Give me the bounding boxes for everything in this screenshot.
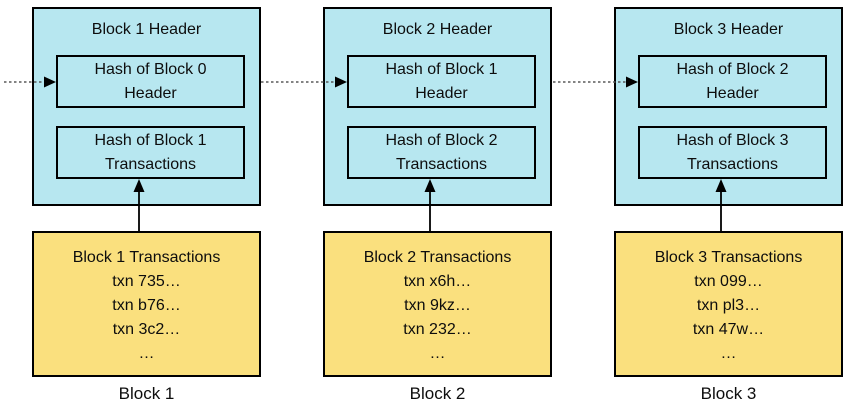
transaction-item: txn 735… [112,273,181,290]
block-1-label: Block 1 [118,384,175,403]
transactions-ellipsis: … [429,345,446,362]
transactions-ellipsis: … [138,345,155,362]
hash-txn-line1: Hash of Block 1 [94,131,207,149]
block-1-header-box: Block 1 Header Hash of Block 0 Header Ha… [32,7,261,206]
block-2-hash-of-prev-header-box: Hash of Block 1 Header [347,55,536,108]
transactions-title: Block 3 Transactions [654,249,803,266]
block-1-hash-of-prev-header-box: Hash of Block 0 Header [56,55,245,108]
transaction-item: txn 099… [694,273,763,290]
transaction-item: txn pl3… [696,297,761,314]
hash-prev-line2: Header [124,84,177,102]
hash-txn-line2: Transactions [687,155,778,173]
block-3-hash-of-prev-header-box: Hash of Block 2 Header [638,55,827,108]
block-3-header-title: Block 3 Header [673,21,784,38]
hash-prev-line1: Hash of Block 0 [94,60,207,78]
hash-prev-line1: Hash of Block 1 [385,60,498,78]
transaction-item: txn x6h… [403,273,472,290]
hash-prev-line1: Hash of Block 2 [676,60,789,78]
block-2-hash-of-transactions-box: Hash of Block 2 Transactions [347,126,536,179]
block-1-group: Block 1 Header Hash of Block 0 Header Ha… [32,0,261,408]
transaction-item: txn b76… [112,297,181,314]
transaction-item: txn 9kz… [404,297,471,314]
hash-prev-line2: Header [706,84,759,102]
hash-txn-line2: Transactions [396,155,487,173]
block-2-header-title: Block 2 Header [382,21,493,38]
block-3-header-box: Block 3 Header Hash of Block 2 Header Ha… [614,7,843,206]
block-3-label: Block 3 [700,384,757,403]
transaction-item: txn 232… [403,321,472,338]
transactions-title: Block 2 Transactions [363,249,512,266]
block-2-label: Block 2 [409,384,466,403]
block-3-hash-of-transactions-box: Hash of Block 3 Transactions [638,126,827,179]
block-3-transactions-box: Block 3 Transactions txn 099… txn pl3… t… [614,231,843,377]
transaction-item: txn 47w… [692,321,765,338]
block-3-group: Block 3 Header Hash of Block 2 Header Ha… [614,0,843,408]
block-1-hash-of-transactions-box: Hash of Block 1 Transactions [56,126,245,179]
block-2-transactions-box: Block 2 Transactions txn x6h… txn 9kz… t… [323,231,552,377]
hash-prev-line2: Header [415,84,468,102]
hash-txn-line2: Transactions [105,155,196,173]
transactions-title: Block 1 Transactions [72,249,221,266]
block-2-header-box: Block 2 Header Hash of Block 1 Header Ha… [323,7,552,206]
block-1-header-title: Block 1 Header [91,21,202,38]
transactions-ellipsis: … [720,345,737,362]
hash-txn-line1: Hash of Block 3 [676,131,789,149]
block-1-transactions-box: Block 1 Transactions txn 735… txn b76… t… [32,231,261,377]
transaction-item: txn 3c2… [112,321,181,338]
block-2-group: Block 2 Header Hash of Block 1 Header Ha… [323,0,552,408]
hash-txn-line1: Hash of Block 2 [385,131,498,149]
